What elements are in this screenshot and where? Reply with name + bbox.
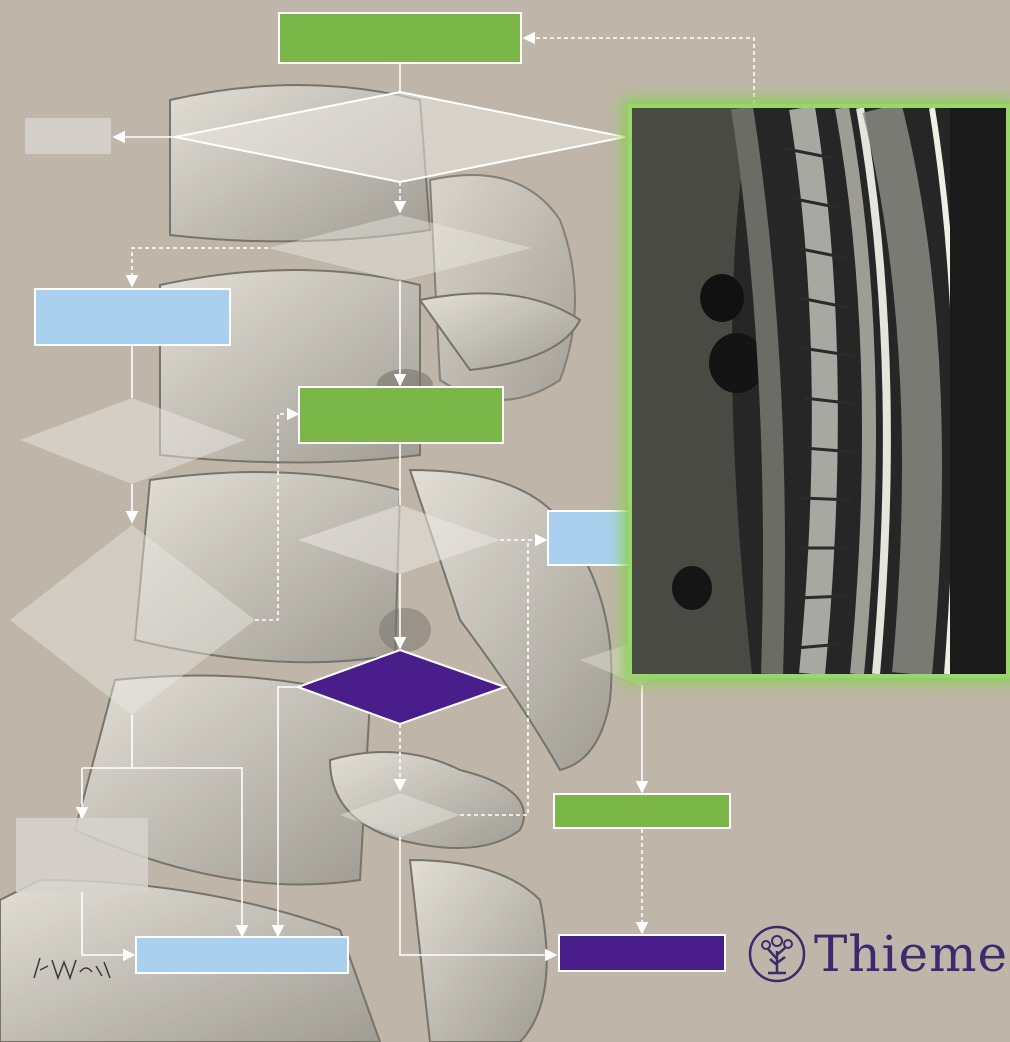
process-box-middle (298, 386, 504, 444)
outcome-box-blue (135, 936, 349, 974)
process-box-top (278, 12, 522, 64)
outcome-box-purple (558, 934, 726, 972)
info-box-1 (34, 288, 231, 346)
info-box-2 (547, 510, 631, 566)
terminal-box-left (25, 118, 111, 154)
brand-name: Thieme (814, 925, 1008, 983)
mri-drawing (632, 108, 1006, 674)
mri-spine-image (628, 104, 1010, 678)
terminal-box-bottom-left (16, 818, 148, 892)
tree-logo-icon (748, 925, 806, 983)
process-box-right (553, 793, 731, 829)
brand-logo-block: Thieme (748, 914, 1010, 994)
